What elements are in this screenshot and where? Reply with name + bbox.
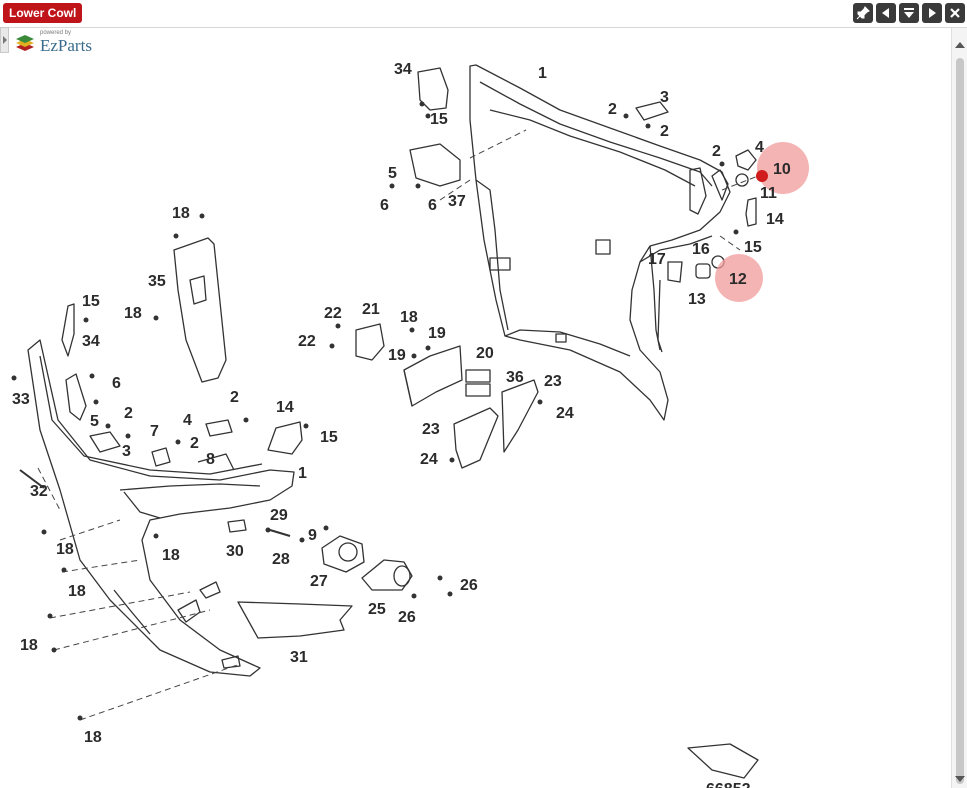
callout-label[interactable]: 21 [362, 301, 380, 318]
callout-label[interactable]: 11 [760, 185, 777, 202]
callout-label[interactable]: 4 [183, 412, 192, 429]
callout-label[interactable]: 30 [226, 543, 244, 560]
callout-label[interactable]: 19 [428, 325, 446, 342]
callout-label[interactable]: 37 [448, 193, 466, 210]
highlight-callout-10[interactable] [757, 142, 809, 194]
callout-label[interactable]: 18 [400, 309, 418, 326]
callout-label[interactable]: 6 [428, 197, 437, 214]
logo-brand: EzParts [40, 36, 92, 55]
callout-label[interactable]: 15 [744, 239, 762, 256]
triangle-down-icon [904, 8, 914, 18]
ezparts-logo: powered by EzParts [14, 30, 104, 55]
callout-label[interactable]: 23 [544, 373, 562, 390]
pin-icon [856, 6, 870, 20]
callout-label[interactable]: 27 [310, 573, 328, 590]
callout-label[interactable]: 22 [298, 333, 316, 350]
vertical-scrollbar[interactable] [951, 28, 967, 788]
callout-label[interactable]: 4 [755, 139, 764, 156]
callout-label[interactable]: 15 [320, 429, 338, 446]
highlight-callout-12[interactable] [715, 254, 763, 302]
callout-label[interactable]: 18 [172, 205, 190, 222]
callout-label[interactable]: 25 [368, 601, 386, 618]
callout-label[interactable]: 1 [538, 65, 547, 82]
callout-label[interactable]: 2 [608, 101, 617, 118]
callout-label[interactable]: 23 [422, 421, 440, 438]
callout-label[interactable]: 20 [476, 345, 494, 362]
callout-label[interactable]: 32 [30, 483, 48, 500]
callout-label[interactable]: 7 [150, 423, 159, 440]
callout-label[interactable]: 10 [773, 161, 791, 178]
callout-label[interactable]: 18 [162, 547, 180, 564]
callout-label[interactable]: 18 [84, 729, 102, 746]
callout-label[interactable]: 3 [122, 443, 131, 460]
callout-label[interactable]: 31 [290, 649, 308, 666]
callout-label[interactable]: 33 [12, 391, 30, 408]
next-button[interactable] [922, 3, 942, 23]
callout-label[interactable]: 17 [648, 251, 666, 268]
callout-label[interactable]: 2 [660, 123, 669, 140]
callout-label[interactable]: 5 [388, 165, 397, 182]
callout-label[interactable]: 24 [556, 405, 574, 422]
triangle-right-icon [929, 8, 936, 18]
callout-label[interactable]: 2 [230, 389, 239, 406]
callout-label[interactable]: 15 [82, 293, 100, 310]
callout-label[interactable]: 36 [506, 369, 524, 386]
callout-label[interactable]: 1 [298, 465, 307, 482]
callout-label[interactable]: 2 [190, 435, 199, 452]
callout-label[interactable]: 2 [712, 143, 721, 160]
title-bar: Lower Cowl [0, 0, 967, 28]
diagram-code-label: 66852 [706, 781, 751, 788]
parts-stack-icon [16, 35, 34, 51]
callout-label[interactable]: 24 [420, 451, 438, 468]
close-icon [950, 8, 960, 18]
callout-label[interactable]: 8 [206, 451, 215, 468]
scroll-thumb[interactable] [956, 58, 964, 784]
callout-label[interactable]: 6 [380, 197, 389, 214]
callout-label[interactable]: 34 [394, 61, 412, 78]
callout-label[interactable]: 14 [766, 211, 784, 228]
panel-toggle-handle[interactable] [0, 27, 9, 53]
callout-label[interactable]: 35 [148, 273, 166, 290]
callout-label[interactable]: 18 [68, 583, 86, 600]
close-button[interactable] [945, 3, 965, 23]
callout-label[interactable]: 29 [270, 507, 288, 524]
callout-label[interactable]: 18 [124, 305, 142, 322]
callout-label[interactable]: 13 [688, 291, 706, 308]
callout-label[interactable]: 2 [124, 405, 133, 422]
callout-label[interactable]: 18 [56, 541, 74, 558]
callout-label[interactable]: 6 [112, 375, 121, 392]
callout-label[interactable]: 14 [276, 399, 294, 416]
parts-diagram: 1 1 2 2 2 2 2 2 3 3 4 4 5 5 6 6 6 7 8 9 … [11, 61, 809, 788]
callout-label[interactable]: 12 [729, 271, 747, 288]
callout-label[interactable]: 3 [660, 89, 669, 106]
callout-label[interactable]: 18 [20, 637, 38, 654]
window-title: Lower Cowl [3, 3, 83, 23]
callout-label[interactable]: 34 [82, 333, 100, 350]
callout-label[interactable]: 9 [308, 527, 317, 544]
triangle-left-icon [882, 8, 889, 18]
callout-label[interactable]: 5 [90, 413, 99, 430]
callout-label[interactable]: 19 [388, 347, 406, 364]
menu-button[interactable] [899, 3, 919, 23]
scroll-up-arrow[interactable] [955, 42, 965, 48]
chevron-right-icon [2, 36, 7, 44]
scroll-down-arrow[interactable] [955, 776, 965, 782]
callout-label[interactable]: 28 [272, 551, 290, 568]
previous-button[interactable] [876, 3, 896, 23]
logo-powered-by: powered by [40, 30, 72, 36]
callout-label[interactable]: 16 [692, 241, 710, 258]
callout-label[interactable]: 22 [324, 305, 342, 322]
callout-label[interactable]: 26 [398, 609, 416, 626]
callout-label[interactable]: 26 [460, 577, 478, 594]
pin-button[interactable] [853, 3, 873, 23]
callout-label[interactable]: 15 [430, 111, 448, 128]
